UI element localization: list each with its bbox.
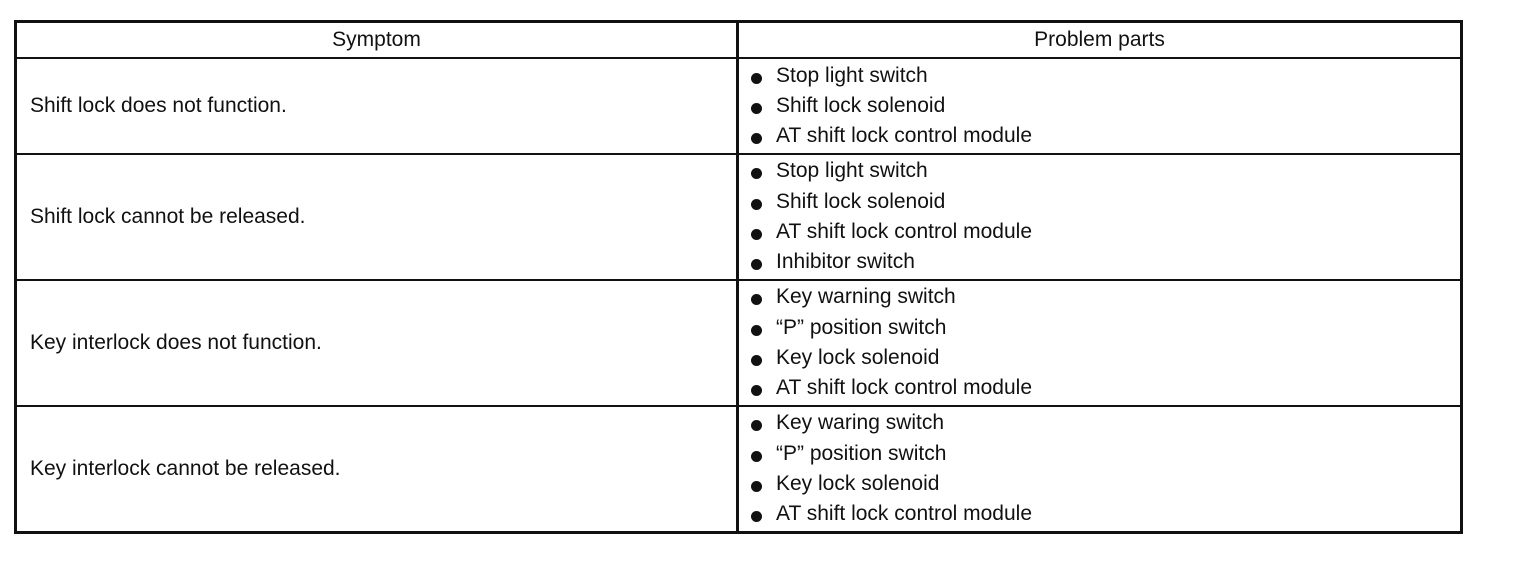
part-label: “P” position switch [776,315,947,339]
part-label: Shift lock solenoid [776,93,946,117]
problem-parts-list: Key waring switch “P” position switch Ke… [751,408,1460,529]
list-item: Stop light switch [751,156,1460,186]
part-label: Key lock solenoid [776,346,940,369]
bullet-icon [751,133,762,145]
list-item: Key lock solenoid [751,343,1460,373]
bullet-icon [751,259,762,271]
part-label: AT shift lock control module [776,376,1032,400]
part-label: Inhibitor switch [776,250,915,274]
symptom-column-header: Symptom [14,20,739,59]
table-row: Shift lock does not function. Stop light… [14,57,1463,155]
problem-parts-cell: Key warning switch “P” position switch K… [736,279,1463,407]
problem-parts-column-header: Problem parts [736,20,1463,59]
bullet-icon [751,168,762,180]
problem-parts-cell: Stop light switch Shift lock solenoid AT… [736,153,1463,281]
bullet-icon [751,385,762,397]
bullet-icon [751,450,762,462]
table-row: Shift lock cannot be released. Stop ligh… [14,153,1463,281]
part-label: Key warning switch [776,285,956,309]
bullet-icon [751,324,762,336]
list-item: Key waring switch [751,408,1460,438]
table-row: Key interlock cannot be released. Key wa… [14,405,1463,534]
list-item: “P” position switch [751,439,1460,469]
symptom-cell: Key interlock does not function. [14,279,739,407]
symptom-cell: Shift lock does not function. [14,57,739,155]
bullet-icon [751,481,762,492]
list-item: Key warning switch [751,282,1460,312]
bullet-icon [751,294,762,306]
table-row: Key interlock does not function. Key war… [14,279,1463,407]
part-label: AT shift lock control module [776,124,1032,148]
list-item: “P” position switch [751,313,1460,343]
bullet-icon [751,102,762,114]
symptom-parts-table: Symptom Problem parts Shift lock does no… [14,20,1463,534]
bullet-icon [751,229,762,240]
problem-parts-list: Key warning switch “P” position switch K… [751,282,1460,403]
part-label: Key waring switch [776,411,945,435]
list-item: AT shift lock control module [751,217,1460,247]
part-label: Stop light switch [776,159,928,183]
problem-parts-list: Stop light switch Shift lock solenoid AT… [751,61,1460,152]
bullet-icon [751,420,762,432]
part-label: AT shift lock control module [776,220,1032,243]
bullet-icon [751,72,762,84]
list-item: AT shift lock control module [751,499,1460,529]
list-item: Shift lock solenoid [751,187,1460,217]
problem-parts-cell: Stop light switch Shift lock solenoid AT… [736,57,1463,155]
list-item: AT shift lock control module [751,373,1460,403]
part-label: “P” position switch [776,441,947,465]
part-label: AT shift lock control module [776,502,1032,526]
problem-parts-list: Stop light switch Shift lock solenoid AT… [751,156,1460,277]
list-item: Key lock solenoid [751,469,1460,499]
list-item: Stop light switch [751,61,1460,91]
symptom-cell: Shift lock cannot be released. [14,153,739,281]
part-label: Key lock solenoid [776,472,940,495]
list-item: Inhibitor switch [751,247,1460,277]
bullet-icon [751,355,762,366]
part-label: Stop light switch [776,63,928,87]
list-item: AT shift lock control module [751,121,1460,151]
symptom-cell: Key interlock cannot be released. [14,405,739,534]
problem-parts-cell: Key waring switch “P” position switch Ke… [736,405,1463,534]
bullet-icon [751,511,762,523]
part-label: Shift lock solenoid [776,189,946,213]
bullet-icon [751,198,762,210]
list-item: Shift lock solenoid [751,91,1460,121]
header-row: Symptom Problem parts [14,20,1463,59]
